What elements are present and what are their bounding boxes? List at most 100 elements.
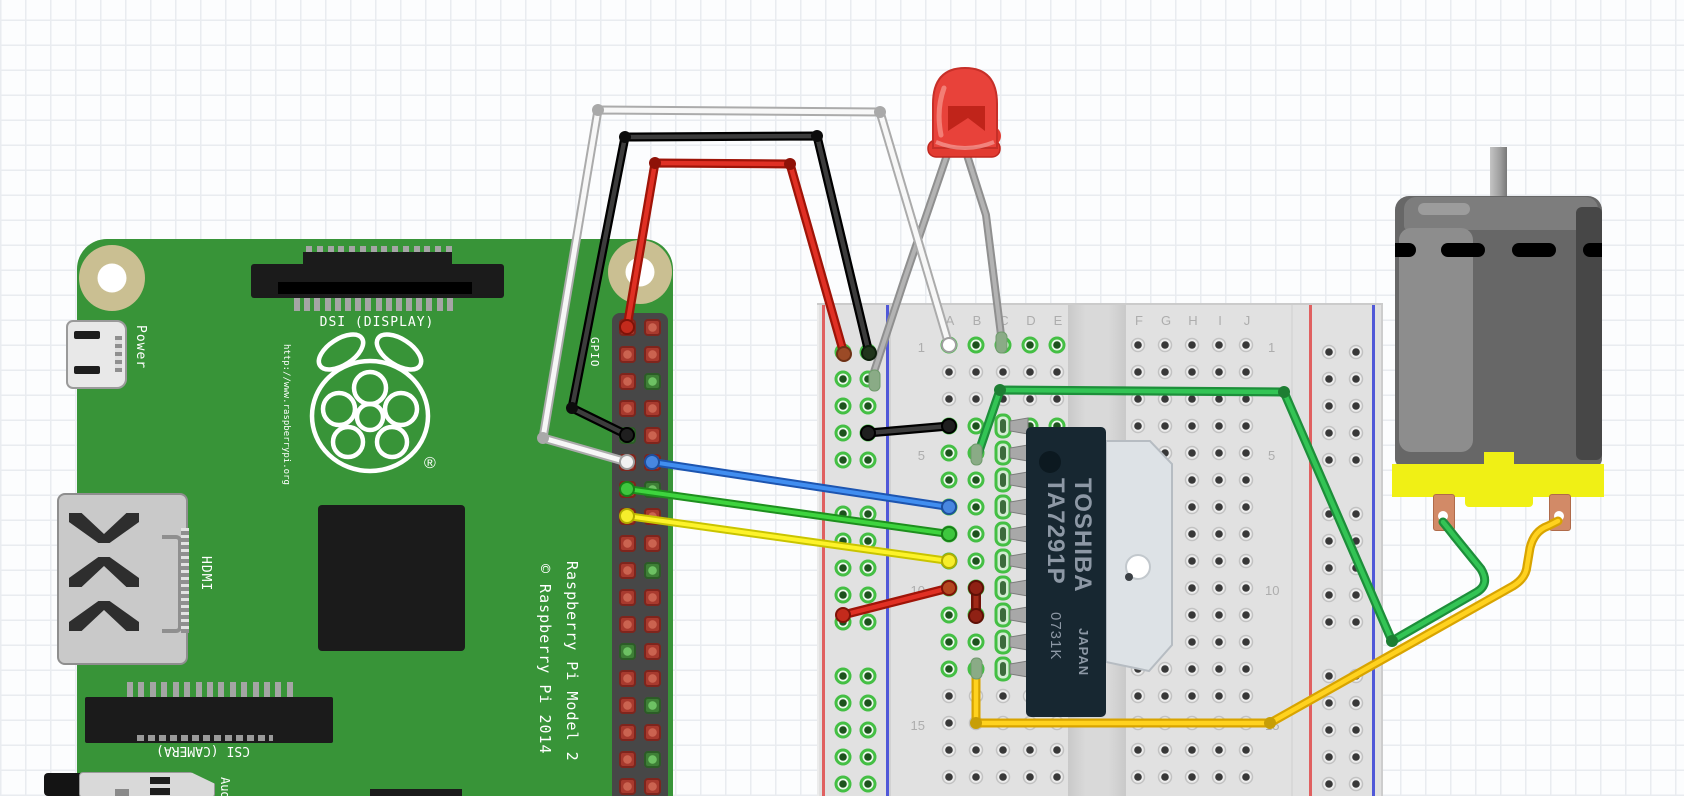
gpio-pin[interactable] [618, 696, 636, 714]
raspberry-pi-board[interactable]: DSI (DISPLAY) Power http://www.raspberry… [44, 239, 673, 796]
gpio-pin[interactable] [618, 750, 636, 768]
motor-vent-1 [1395, 243, 1416, 257]
ic-pin [1009, 444, 1029, 462]
gpio-pin[interactable] [643, 669, 661, 687]
col-label-D: D [1026, 313, 1036, 328]
row-1-left: 1 [917, 340, 925, 355]
row-5-right: 5 [1268, 448, 1276, 463]
ic-pin [1009, 525, 1029, 543]
col-label-I: I [1218, 313, 1222, 328]
gpio-pin[interactable] [618, 534, 636, 552]
col-label-F: F [1135, 313, 1143, 328]
motor-vent-3 [1512, 243, 1556, 257]
ic-pin [1009, 660, 1029, 678]
row-15-left: 15 [910, 718, 925, 733]
url-label: http://www.raspberrypi.org [281, 344, 291, 485]
col-label-G: G [1160, 313, 1172, 328]
gpio-pin[interactable] [618, 561, 636, 579]
right-rail-blue-line [1372, 305, 1375, 796]
row-10-right: 10 [1265, 583, 1280, 598]
row-5-left: 5 [917, 448, 925, 463]
motor-vent-2 [1441, 243, 1485, 257]
gpio-pin[interactable] [618, 588, 636, 606]
wire-white-signal[interactable] [537, 104, 954, 467]
ic-pin [1009, 633, 1029, 651]
audio-label: Audio [218, 777, 232, 796]
col-label-B: B [972, 313, 982, 328]
ic-pin [1009, 552, 1029, 570]
motor-base [1392, 464, 1604, 497]
dsi-label: DSI (DISPLAY) [319, 315, 435, 330]
gpio-pin[interactable] [643, 723, 661, 741]
bottom-chip [370, 789, 462, 796]
ic-pin [1009, 417, 1029, 435]
hdmi-label: HDMI [198, 556, 213, 592]
gpio-pin[interactable] [643, 426, 661, 444]
power-label: Power [133, 325, 148, 370]
ic-pin [1009, 579, 1029, 597]
gpio-label: GPIO [588, 337, 601, 368]
ic-pin [1009, 498, 1029, 516]
power-connector [66, 320, 127, 389]
row-1-right: 1 [1268, 340, 1276, 355]
gpio-pin[interactable] [618, 345, 636, 363]
hdmi-connector [57, 493, 189, 665]
wire-red-power-arch[interactable] [622, 157, 849, 359]
copyright-label: © Raspberry Pi 2014 [536, 564, 554, 755]
ic-heatsink-pin [1125, 573, 1133, 581]
ic-brand-text: TOSHIBA [1069, 478, 1096, 593]
motor-base-tab-bottom [1465, 497, 1533, 507]
wire-black-gnd-arch[interactable] [566, 130, 874, 440]
gpio-pin[interactable] [643, 372, 661, 390]
gpio-pin[interactable] [643, 750, 661, 768]
soc-chip [318, 505, 465, 651]
ic-pin [1009, 471, 1029, 489]
gpio-pin[interactable] [618, 372, 636, 390]
gpio-pin[interactable] [643, 399, 661, 417]
ic-body [1026, 427, 1106, 717]
ic-dimple [1039, 451, 1061, 473]
gpio-pin[interactable] [618, 669, 636, 687]
gpio-pin[interactable] [643, 345, 661, 363]
ta7291p-ic[interactable]: TA7291P TOSHIBA JAPAN 0731K [1009, 417, 1173, 717]
led[interactable] [927, 66, 1001, 158]
gpio-pin[interactable] [618, 642, 636, 660]
gpio-header[interactable] [612, 313, 668, 796]
mount-hole-top-left [79, 245, 145, 311]
gpio-pin[interactable] [618, 777, 636, 795]
right-rail-red-line [1309, 305, 1312, 796]
seam-mid-left [1291, 305, 1293, 796]
wire-gold-motor[interactable] [970, 516, 1563, 729]
wire-green-motor[interactable] [972, 384, 1490, 647]
wire-blue-signal[interactable] [648, 458, 953, 511]
gpio-pin[interactable] [643, 777, 661, 795]
gpio-pin[interactable] [618, 615, 636, 633]
ic-lot-text: 0731K [1047, 612, 1064, 660]
col-label-E: E [1053, 313, 1063, 328]
gpio-pin[interactable] [618, 399, 636, 417]
gpio-pin[interactable] [618, 723, 636, 741]
gpio-pin[interactable] [643, 588, 661, 606]
wire-black-jumper[interactable] [863, 421, 954, 438]
wire-red-jumper[interactable] [838, 583, 954, 620]
gpio-pin[interactable] [643, 642, 661, 660]
motor-left-panel [1399, 228, 1473, 452]
ic-heatsink-hole [1125, 554, 1151, 580]
wire-yellow-signal[interactable] [623, 512, 953, 565]
ic-country-text: JAPAN [1076, 628, 1091, 676]
gpio-pin[interactable] [643, 318, 661, 336]
gpio-pin[interactable] [643, 696, 661, 714]
ic-pin [1009, 606, 1029, 624]
csi-label: CSI (CAMERA) [156, 743, 250, 758]
gpio-pin[interactable] [643, 615, 661, 633]
motor-terminal-left [1433, 494, 1455, 531]
model-label: Raspberry Pi Model 2 [563, 561, 581, 762]
gpio-pin[interactable] [643, 534, 661, 552]
motor-vent-4 [1583, 243, 1602, 257]
col-label-H: H [1188, 313, 1198, 328]
ic-part-text: TA7291P [1042, 478, 1069, 585]
gpio-pin[interactable] [643, 561, 661, 579]
wire-green-signal[interactable] [623, 485, 953, 538]
left-rail-red-line [822, 305, 825, 796]
